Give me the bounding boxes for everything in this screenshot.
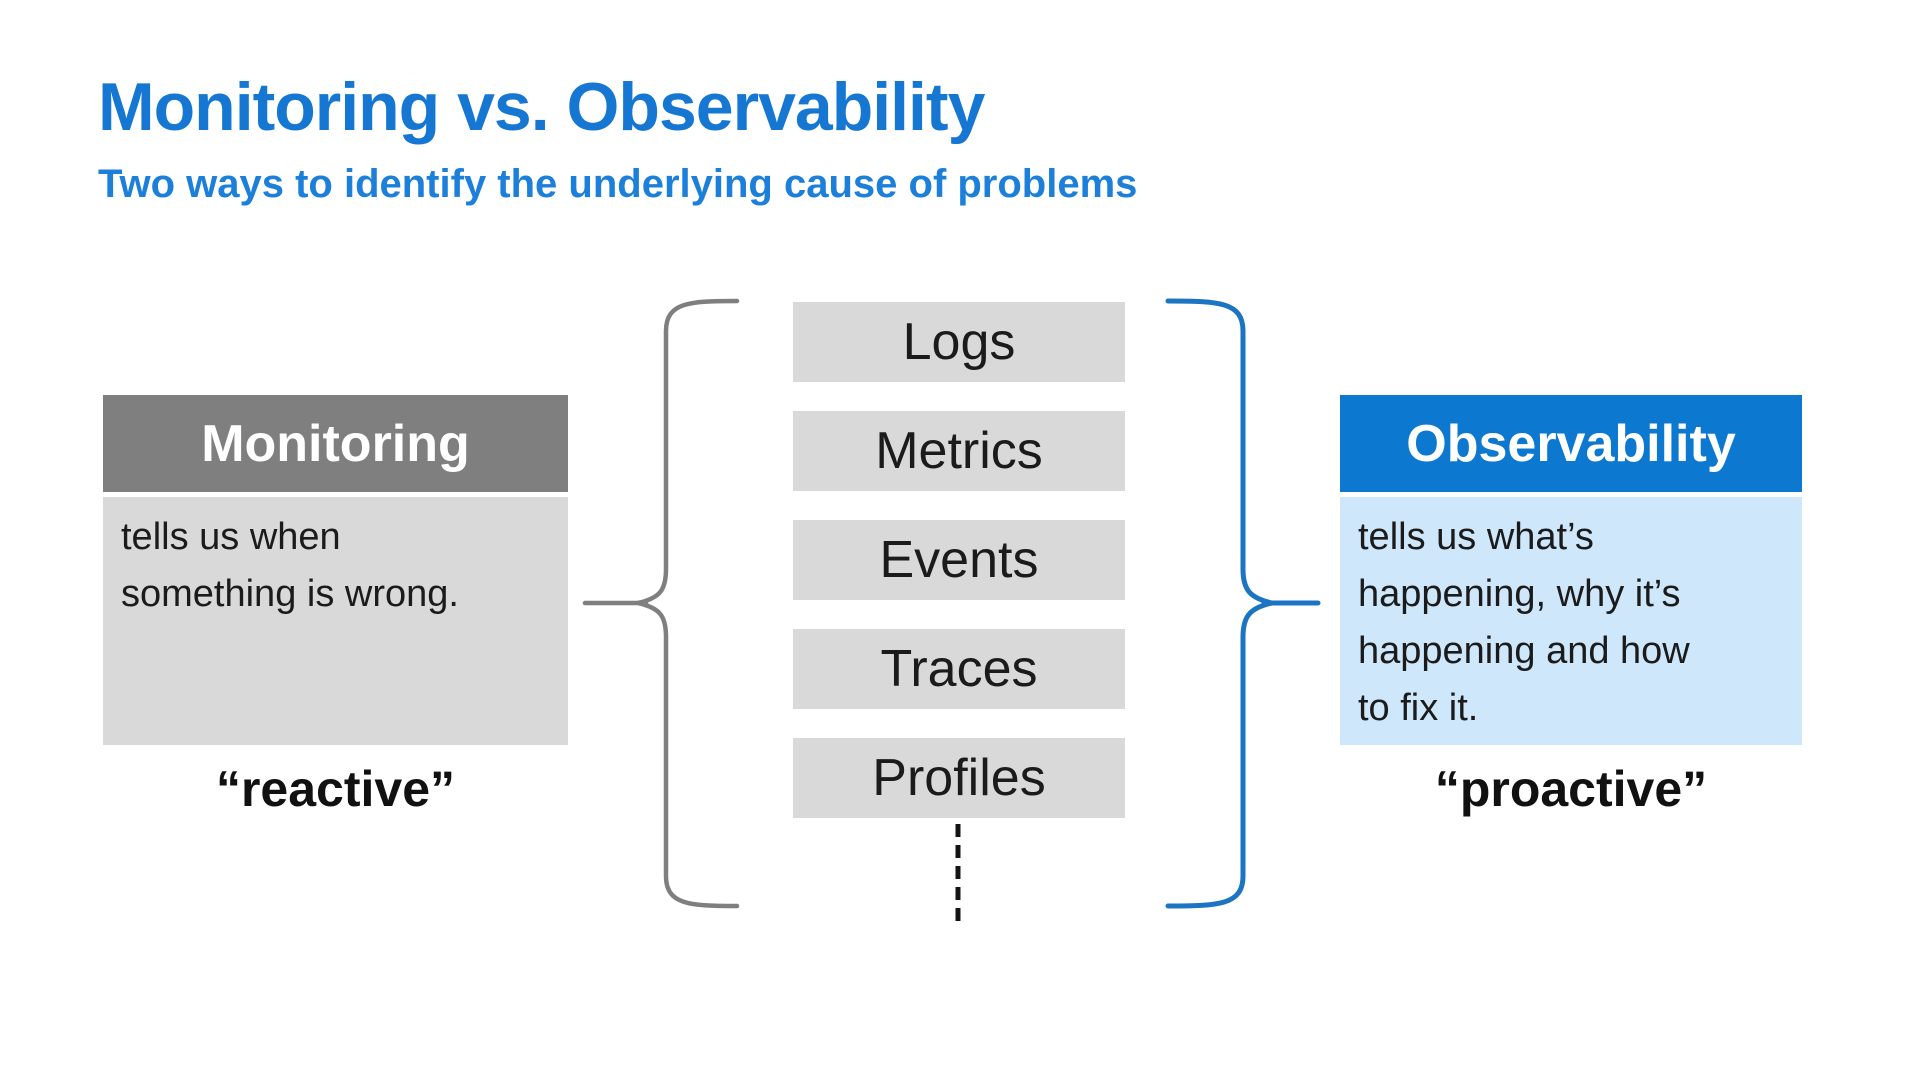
- page-title: Monitoring vs. Observability: [98, 69, 985, 145]
- monitoring-card-body: tells us when something is wrong.: [103, 497, 568, 745]
- monitoring-description-line-2: something is wrong.: [121, 573, 459, 615]
- observability-description-line-2: happening, why it’s: [1358, 573, 1681, 615]
- right-brace: [1165, 298, 1273, 909]
- observability-description-line-1: tells us what’s: [1358, 516, 1594, 558]
- page-subtitle: Two ways to identify the underlying caus…: [98, 162, 1138, 206]
- monitoring-card: Monitoring tells us when something is wr…: [103, 395, 568, 745]
- signal-box-traces: Traces: [793, 629, 1125, 709]
- observability-tagline: “proactive”: [1434, 761, 1708, 817]
- observability-description-line-4: to fix it.: [1358, 687, 1479, 729]
- signal-box-profiles: Profiles: [793, 738, 1125, 818]
- observability-description-line-3: happening and how: [1358, 630, 1690, 672]
- monitoring-description-line-1: tells us when: [121, 516, 341, 558]
- observability-card-header: Observability: [1340, 395, 1802, 492]
- signal-box-events: Events: [793, 520, 1125, 600]
- signal-box-logs: Logs: [793, 302, 1125, 382]
- observability-card-body: tells us what’s happening, why it’s happ…: [1340, 497, 1802, 745]
- monitoring-card-header: Monitoring: [103, 395, 568, 492]
- observability-card: Observability tells us what’s happening,…: [1340, 395, 1802, 745]
- signal-box-metrics: Metrics: [793, 411, 1125, 491]
- monitoring-tagline: “reactive”: [215, 761, 456, 817]
- signals-stack: Logs Metrics Events Traces Profiles: [793, 302, 1125, 847]
- left-brace: [637, 298, 740, 909]
